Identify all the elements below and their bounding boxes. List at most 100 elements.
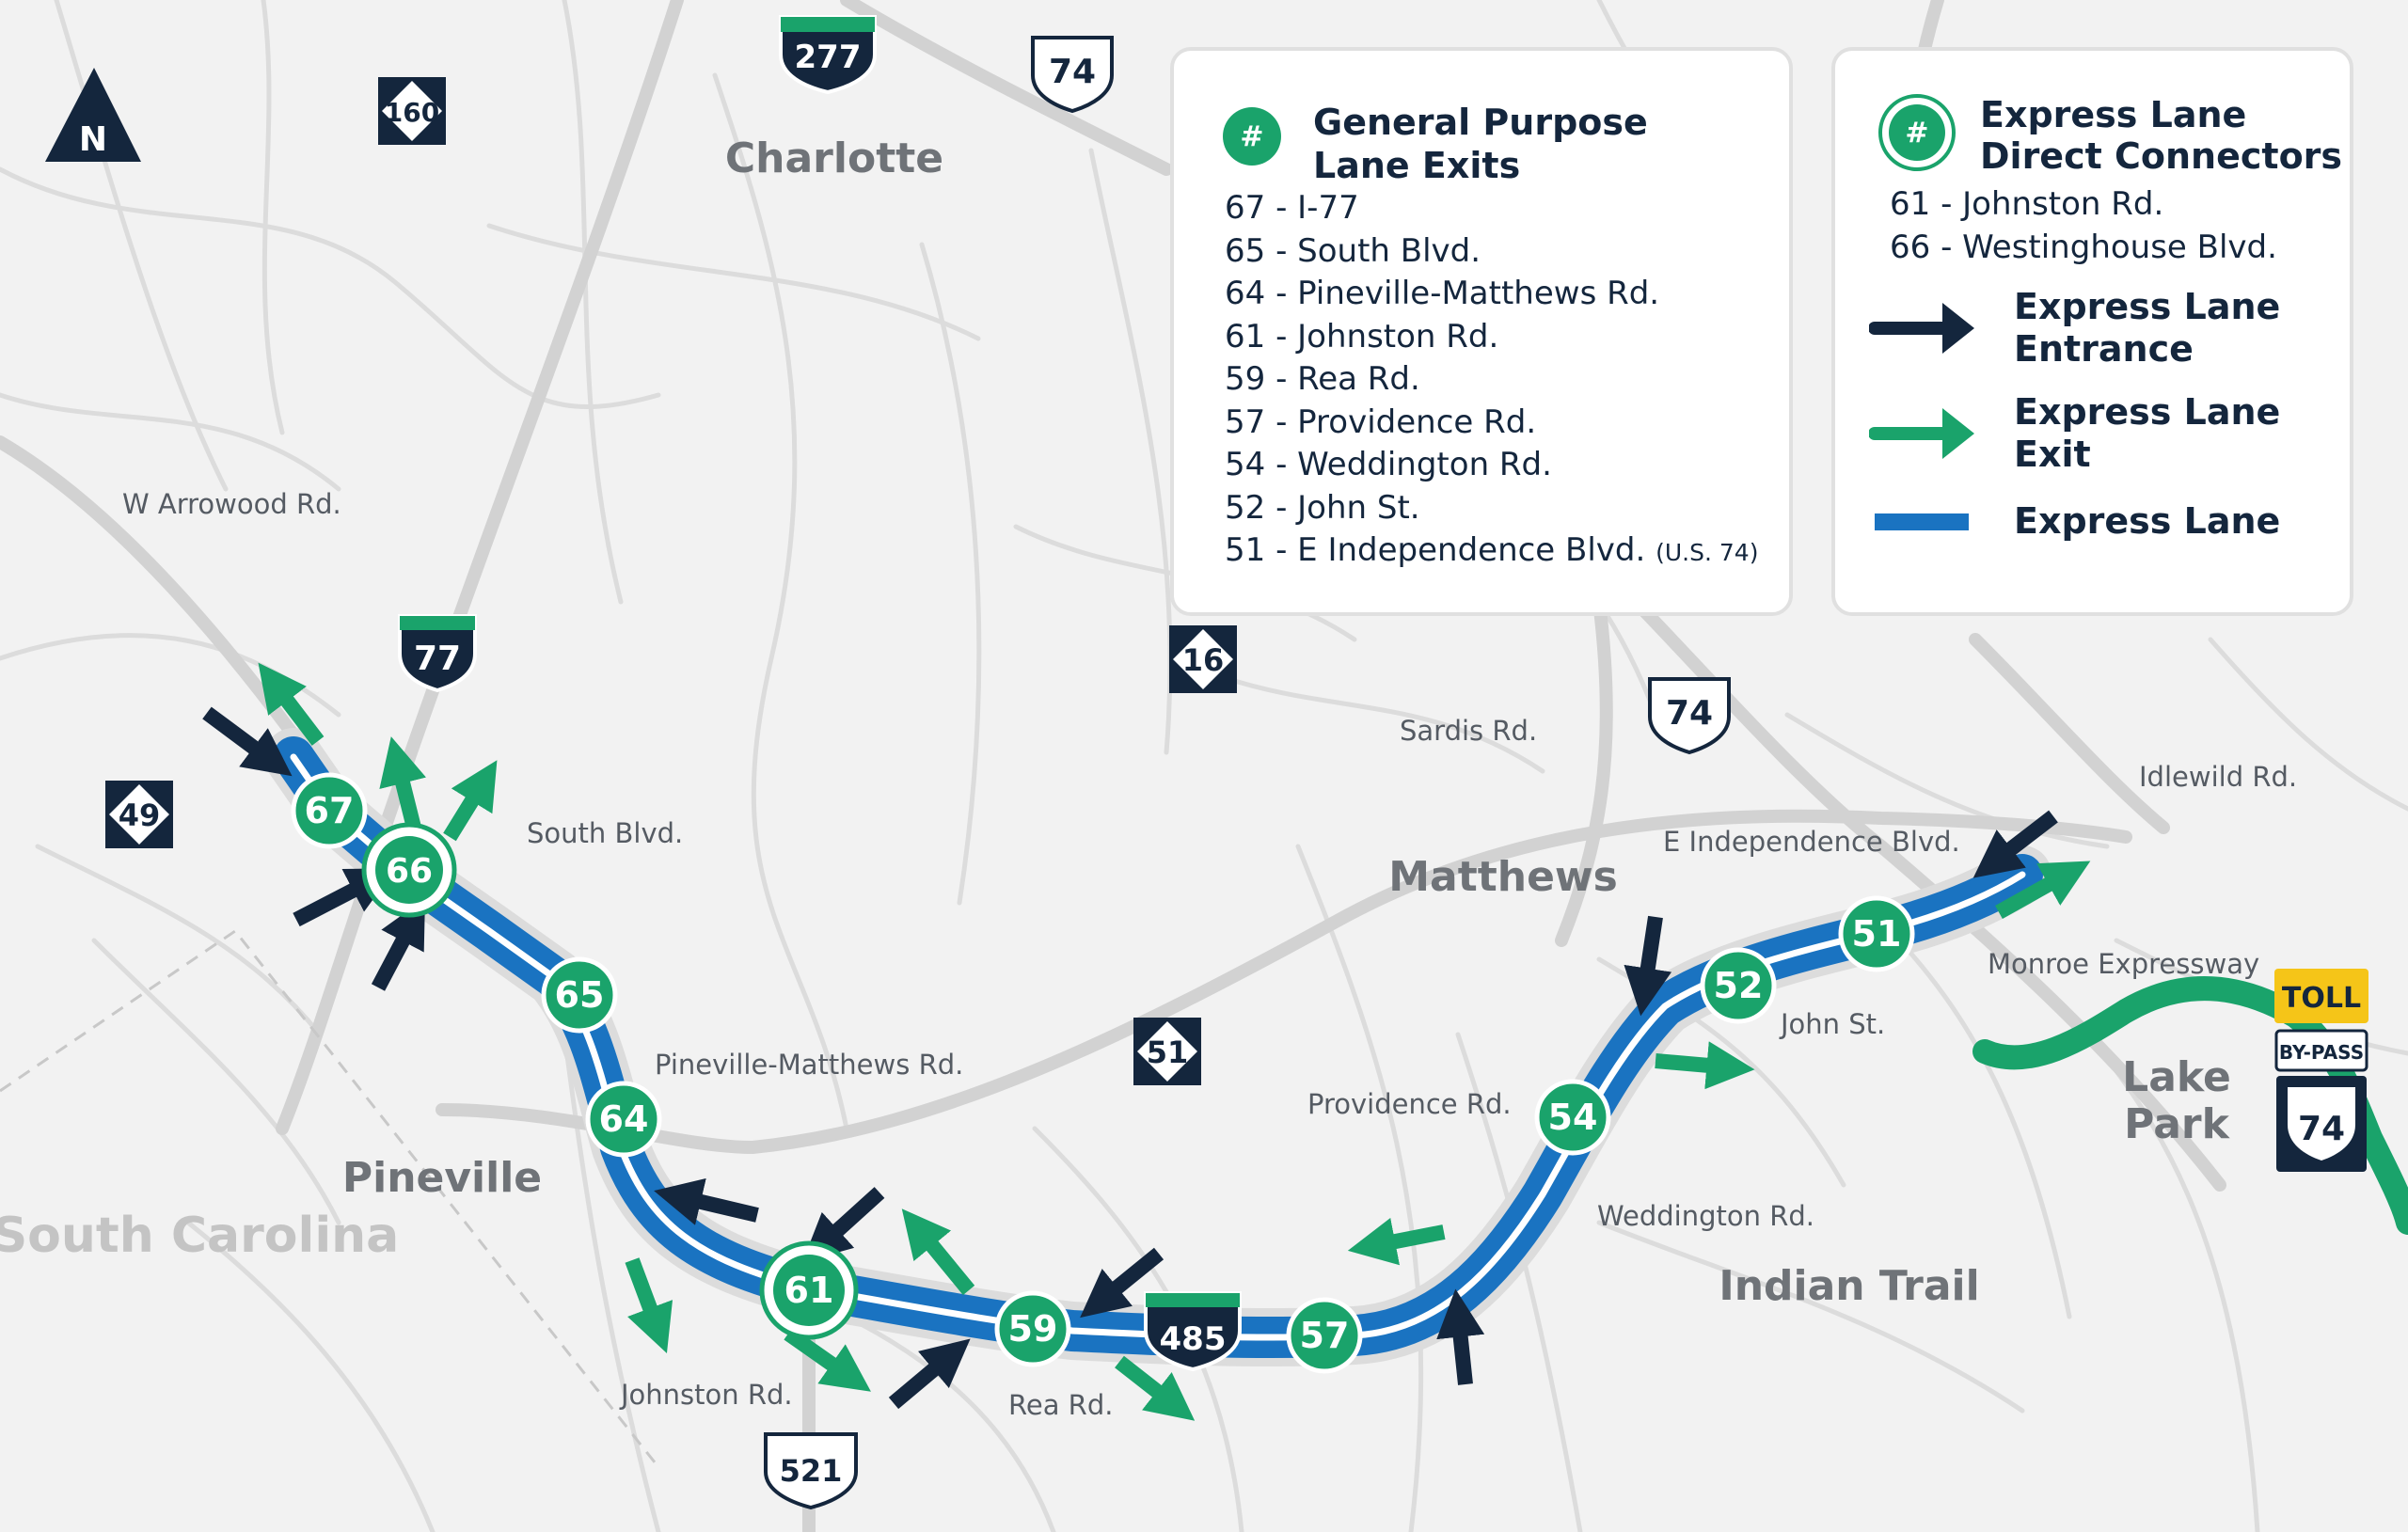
town-matthews: Matthews (1388, 853, 1618, 901)
exit-arrow (1995, 861, 2091, 919)
entrance-arrow (1972, 810, 2058, 878)
exit-57-marker: 57 (1286, 1297, 1363, 1374)
entrance-arrow (1080, 1247, 1164, 1319)
svg-text:BY-PASS: BY-PASS (2279, 1041, 2364, 1064)
legend-lane-row: Express Lane (1869, 493, 2339, 549)
road-label-south-blvd: South Blvd. (527, 817, 683, 849)
svg-text:521: 521 (780, 1453, 843, 1489)
gp-exit-item: 51 - E Independence Blvd. (U.S. 74) (1225, 531, 1759, 569)
entrance-label: Express Lane Entrance (2014, 286, 2281, 370)
road-label-sardis: Sardis Rd. (1400, 715, 1537, 747)
navy-arrow-icon (1869, 303, 1974, 354)
entrance-arrow (1436, 1288, 1485, 1385)
svg-text:64: 64 (599, 1098, 649, 1140)
exit-arrow (1347, 1217, 1446, 1266)
interstate-277-shield: 277 (779, 15, 877, 95)
gp-exit-item: 54 - Weddington Rd. (1225, 446, 1552, 483)
exit-arrow (901, 1208, 975, 1296)
svg-text:N: N (79, 120, 107, 159)
nc-160-shield: 160 (378, 77, 446, 145)
exit-65-marker: 65 (541, 956, 618, 1034)
svg-text:49: 49 (119, 798, 161, 833)
express-lane-swatch (1875, 513, 1969, 530)
exit-arrow (258, 662, 325, 746)
road-label-john-st: John St. (1779, 1008, 1885, 1040)
exit-arrow (625, 1257, 673, 1353)
legend-entrance-row: Express Lane Entrance (1869, 286, 2339, 371)
road-label-weddington: Weddington Rd. (1597, 1200, 1814, 1232)
gp-exit-item: 65 - South Blvd. (1225, 231, 1481, 270)
direct-connector-title: Express Lane Direct Connectors (1980, 94, 2343, 177)
nc-16-shield: 16 (1169, 625, 1237, 693)
svg-text:74: 74 (2298, 1110, 2345, 1148)
gp-legend-title: General Purpose Lane Exits (1313, 102, 1648, 186)
exit-arrow (379, 736, 427, 829)
exit-61-marker: 61 (759, 1240, 859, 1340)
road-label-rea: Rea Rd. (1008, 1389, 1113, 1421)
legend-exit-row: Express Lane Exit (1869, 391, 2339, 476)
lane-label: Express Lane (2014, 500, 2281, 542)
gp-exit-note: (U.S. 74) (1656, 539, 1759, 566)
nc-49-shield: 49 (105, 781, 173, 848)
svg-text:16: 16 (1182, 642, 1225, 678)
green-arrow-icon (1869, 408, 1974, 459)
road-labels: W Arrowood Rd. South Blvd. Pineville-Mat… (122, 488, 2297, 1421)
svg-text:485: 485 (1160, 1320, 1227, 1358)
entrance-arrow (888, 1338, 971, 1410)
exit-arrow (1655, 1041, 1755, 1090)
town-lake-park-line2: Park (2124, 1100, 2230, 1148)
gp-exit-item: 57 - Providence Rd. (1225, 403, 1537, 441)
exit-67-marker: 67 (291, 772, 368, 849)
town-labels: Charlotte Matthews Pineville South Carol… (0, 134, 2231, 1310)
road-label-idlewild: Idlewild Rd. (2139, 761, 2297, 793)
exit-arrow (784, 1327, 871, 1392)
us-521-shield: 521 (764, 1432, 858, 1510)
gp-exit-item: 67 - I-77 (1225, 189, 1359, 227)
interstate-485-shield: 485 (1144, 1291, 1242, 1372)
town-lake-park-line1: Lake (2122, 1053, 2231, 1101)
direct-connector-item: 66 - Westinghouse Blvd. (1890, 229, 2277, 266)
legend-express-lane: # Express Lane Direct Connectors 61 - Jo… (1831, 47, 2353, 616)
gp-exit-item: 64 - Pineville-Matthews Rd. (1225, 275, 1660, 312)
express-lane-entrance-arrows (202, 706, 2058, 1410)
svg-text:59: 59 (1008, 1308, 1058, 1350)
entrance-arrow (202, 706, 293, 777)
svg-text:160: 160 (385, 97, 439, 128)
state-border (0, 928, 660, 1468)
gp-exit-badge: # (1223, 107, 1281, 166)
us-74-shield-mid: 74 (1648, 677, 1731, 755)
entrance-arrow (654, 1177, 759, 1225)
exit-51-marker: 51 (1838, 895, 1915, 972)
svg-text:52: 52 (1714, 965, 1764, 1006)
town-south-carolina: South Carolina (0, 1208, 399, 1264)
svg-text:TOLL: TOLL (2282, 982, 2361, 1015)
legend-general-purpose: # General Purpose Lane Exits 67 - I-77 6… (1170, 47, 1793, 616)
svg-text:77: 77 (414, 640, 461, 678)
entrance-arrow (371, 898, 425, 991)
exit-label: Express Lane Exit (2014, 391, 2281, 475)
svg-text:54: 54 (1548, 1097, 1598, 1138)
us-74-shield-top: 74 (1031, 36, 1114, 114)
gp-exit-item: 59 - Rea Rd. (1225, 360, 1420, 398)
exit-64-marker: 64 (585, 1081, 662, 1158)
monroe-expressway-line (1972, 976, 2408, 1235)
town-indian-trail: Indian Trail (1719, 1262, 1979, 1310)
road-label-pineville-matthews: Pineville-Matthews Rd. (655, 1049, 963, 1081)
road-label-w-arrowood: W Arrowood Rd. (122, 488, 341, 520)
svg-text:51: 51 (1852, 913, 1902, 955)
gp-exit-list: 67 - I-77 65 - South Blvd. 64 - Pinevill… (1225, 187, 1758, 575)
svg-text:61: 61 (784, 1270, 834, 1311)
svg-text:74: 74 (1666, 694, 1713, 733)
nc-51-shield: 51 (1133, 1018, 1201, 1085)
svg-text:277: 277 (795, 39, 862, 76)
road-label-johnston: Johnston Rd. (619, 1379, 793, 1411)
exit-52-marker: 52 (1700, 947, 1777, 1024)
express-lane-exit-arrows (258, 662, 2091, 1421)
north-arrow-icon: N (45, 68, 141, 162)
svg-text:67: 67 (305, 790, 355, 831)
gp-exit-item: 61 - Johnston Rd. (1225, 317, 1499, 355)
svg-text:57: 57 (1300, 1315, 1350, 1356)
exit-arrow (443, 760, 498, 842)
svg-text:51: 51 (1147, 1034, 1189, 1070)
exit-arrow (1115, 1355, 1196, 1421)
